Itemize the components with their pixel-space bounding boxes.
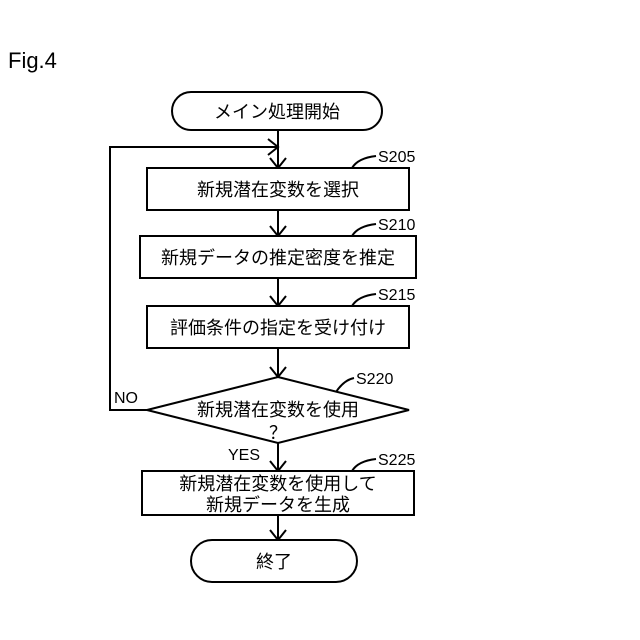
step-id-s220: S220 — [356, 371, 393, 388]
decision-no-label: NO — [114, 390, 138, 407]
step-id-leader-s210 — [352, 224, 376, 236]
start-terminator-text: メイン処理開始 — [214, 102, 340, 123]
process-box-s225-text-line2: 新規データを生成 — [206, 495, 350, 516]
step-id-leader-s225 — [352, 459, 376, 471]
end-terminator: 終了 — [191, 540, 357, 582]
process-box-s205: 新規潜在変数を選択 S205 — [147, 149, 415, 210]
end-terminator-text: 終了 — [256, 552, 292, 573]
start-terminator: メイン処理開始 — [172, 92, 382, 130]
step-id-leader-s215 — [352, 294, 376, 306]
step-id-leader-s205 — [352, 156, 376, 168]
process-box-s225-text-line1: 新規潜在変数を使用して — [179, 474, 376, 495]
step-id-s225: S225 — [378, 452, 415, 469]
step-id-leader-s220 — [336, 378, 354, 392]
decision-s220: 新規潜在変数を使用 ？ S220 NO YES — [114, 371, 409, 464]
step-id-s210: S210 — [378, 217, 415, 234]
process-box-s215-text: 評価条件の指定を受け付け — [170, 318, 386, 339]
process-box-s215: 評価条件の指定を受け付け S215 — [147, 287, 415, 348]
decision-s220-text-line2: ？ — [269, 423, 287, 444]
decision-s220-text-line1: 新規潜在変数を使用 — [197, 400, 359, 421]
process-box-s205-text: 新規潜在変数を選択 — [197, 180, 359, 201]
process-box-s210-text: 新規データの推定密度を推定 — [161, 248, 395, 269]
step-id-s215: S215 — [378, 287, 415, 304]
decision-yes-label: YES — [228, 447, 260, 464]
step-id-s205: S205 — [378, 149, 415, 166]
